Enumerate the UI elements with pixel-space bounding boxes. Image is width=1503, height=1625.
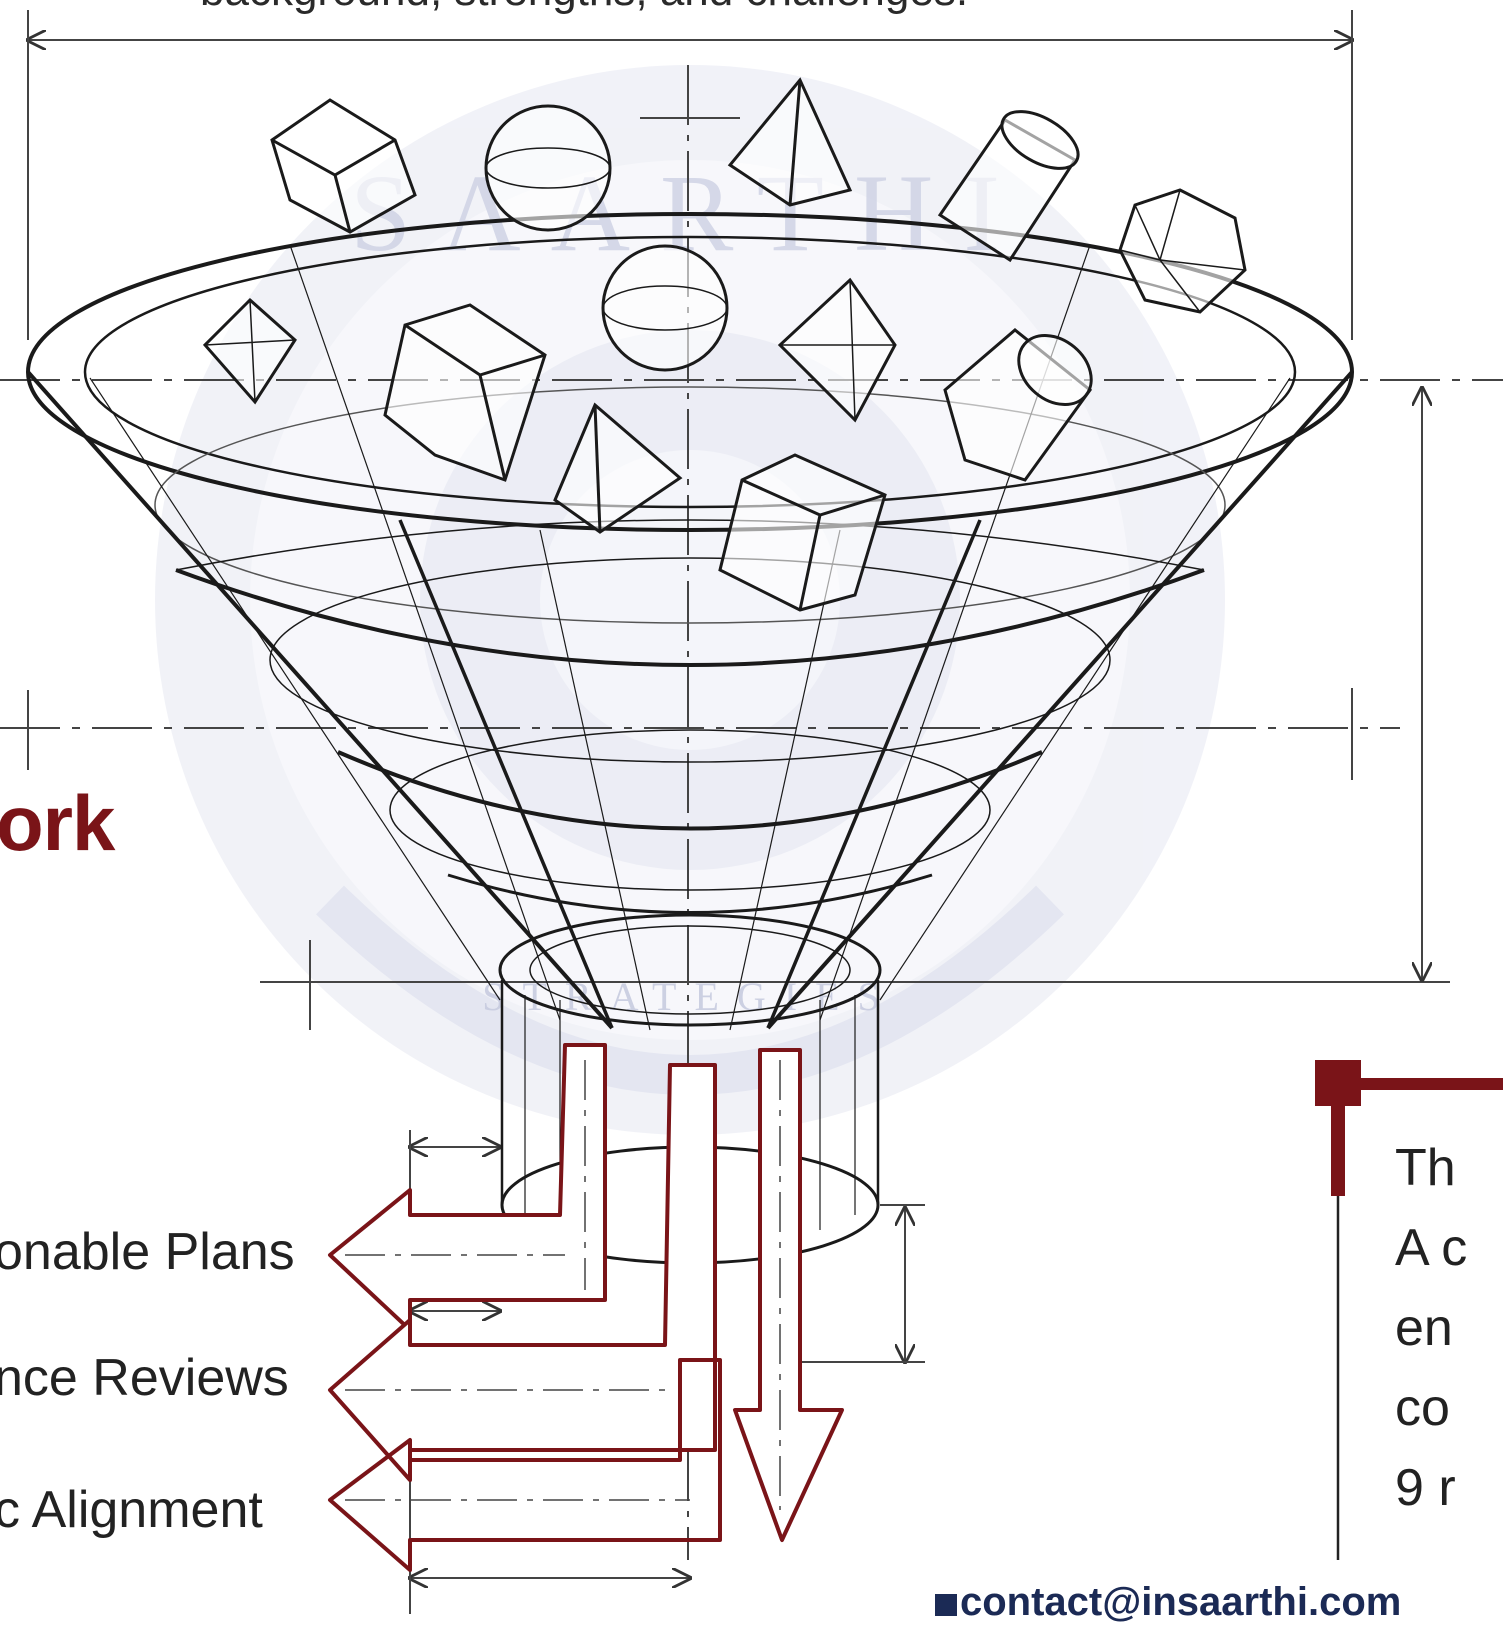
small-pyramid-shape xyxy=(553,402,683,534)
side-panel-line: 9 r xyxy=(1395,1459,1456,1517)
output-arrow-2 xyxy=(328,1063,717,1482)
cylinder-shape-2 xyxy=(943,328,1093,482)
box-shape xyxy=(383,303,547,482)
output-arrow-3 xyxy=(733,1048,844,1542)
diamond-shape xyxy=(777,277,897,423)
side-panel-line: en xyxy=(1395,1299,1453,1357)
side-panel-line: co xyxy=(1395,1379,1450,1437)
geometric-solids xyxy=(202,77,1247,612)
pyramid-shape xyxy=(727,77,853,207)
side-panel-line: A c xyxy=(1395,1219,1468,1277)
section-heading-fragment: ork xyxy=(0,779,115,867)
email-bullet-icon xyxy=(935,1594,957,1616)
output-label-actionable-plans: onable Plans xyxy=(0,1223,295,1281)
octahedron-shape xyxy=(202,297,297,405)
output-arrow-centerlines xyxy=(345,1060,781,1510)
output-arrows xyxy=(328,1043,844,1572)
side-panel-connector xyxy=(1315,1060,1503,1560)
output-arrow-1 xyxy=(328,1043,607,1332)
output-label-strategic-alignment: c Alignment xyxy=(0,1481,263,1539)
cylinder-shape xyxy=(937,110,1080,263)
small-cube-shape xyxy=(718,453,887,612)
cube-shape xyxy=(270,98,417,234)
side-panel-line: Th xyxy=(1395,1139,1456,1197)
contact-email-link[interactable]: contact@insaarthi.com xyxy=(960,1580,1402,1624)
top-caption: background, strengths, and challenges. xyxy=(200,0,968,16)
sphere-shape xyxy=(484,104,612,232)
icosahedron-shape xyxy=(1118,188,1247,314)
funnel-body xyxy=(26,212,1354,1265)
sphere-shape-small xyxy=(601,244,729,372)
output-label-performance-reviews: nce Reviews xyxy=(0,1349,289,1407)
output-arrow-4 xyxy=(328,1358,722,1572)
watermark-bottom-text: STRATEGIES xyxy=(482,974,898,1019)
